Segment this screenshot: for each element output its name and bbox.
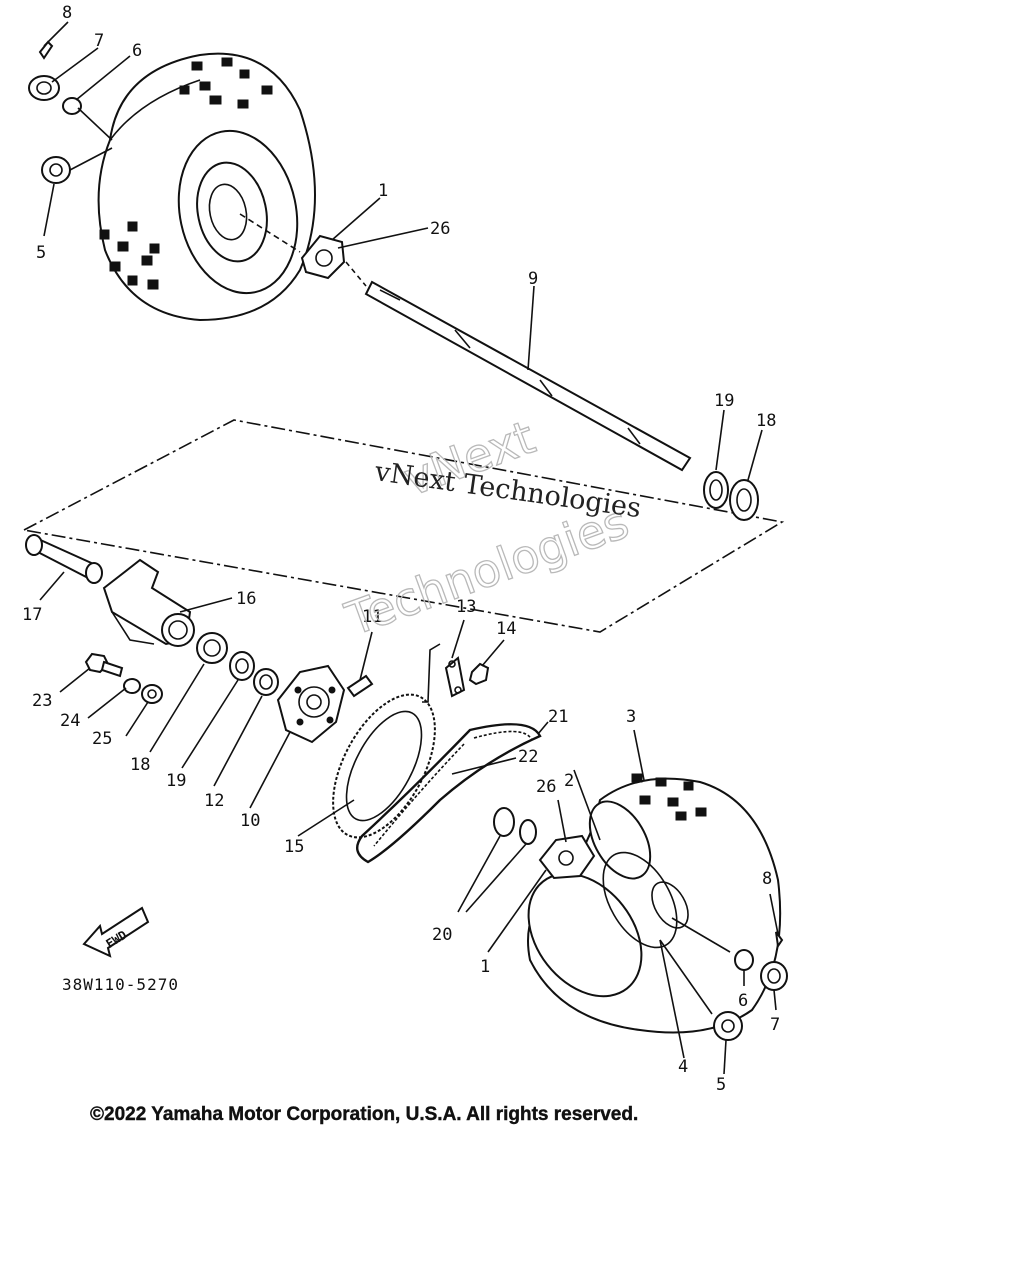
part-label: 21: [548, 707, 568, 727]
nut-5-bottom: [713, 1011, 743, 1041]
part-label: 7: [770, 1015, 780, 1035]
chain-joint-13: [444, 656, 466, 698]
rear-axle: [345, 261, 692, 472]
part-label: 6: [738, 991, 748, 1011]
pin-8-bottom: [775, 931, 784, 949]
nut-7-bottom: [760, 961, 788, 991]
top-wheel-tire: [97, 52, 316, 322]
tire-tread: [99, 57, 273, 290]
bottom-wheel-tire: [527, 773, 782, 1034]
sprocket-hub-10: [276, 664, 346, 744]
bearing-18-right: [729, 479, 759, 521]
part-label: 4: [678, 1057, 688, 1077]
part-label: 5: [36, 243, 46, 263]
part-label: 26: [430, 219, 450, 239]
part-label: 10: [240, 811, 260, 831]
diagram-code: 38W110-5270: [62, 975, 179, 994]
seal-12: [253, 668, 279, 696]
part-label: 8: [62, 3, 72, 23]
top-washer-nut-group: [28, 40, 113, 184]
part-label: 14: [496, 619, 516, 639]
part-label: 7: [94, 31, 104, 51]
part-label: 16: [236, 589, 256, 609]
part-label: 1: [378, 181, 388, 201]
fwd-arrow-icon: FWD: [82, 906, 150, 958]
part-label: 23: [32, 691, 52, 711]
watermark: vNext Technologies vNext Technologies: [338, 409, 643, 647]
part-label: 19: [714, 391, 734, 411]
bearing-18-left: [196, 632, 228, 664]
collar-20b: [519, 819, 537, 845]
hub-26-bottom: [538, 834, 596, 880]
part-label: 17: [22, 605, 42, 625]
leader-lines: [39, 21, 779, 1075]
part-label: 18: [756, 411, 776, 431]
part-label: 24: [60, 711, 80, 731]
sprocket-15: [332, 693, 436, 839]
bearing-19-left: [229, 651, 255, 681]
collar-17: [25, 534, 103, 584]
part-label: 5: [716, 1075, 726, 1095]
part-label: 3: [626, 707, 636, 727]
bolts-washers-23-25: [84, 652, 163, 704]
part-label: 6: [132, 41, 142, 61]
part-label: 26: [536, 777, 556, 797]
assembly-boundary: [21, 419, 785, 633]
bearing-19-right: [703, 471, 729, 509]
part-label: 2: [564, 771, 574, 791]
part-labels: 8 7 6 5 1 26 9 19 18 17 16 11 13 14 21 3…: [22, 3, 780, 1095]
part-label: 25: [92, 729, 112, 749]
washer-6-bottom: [734, 949, 754, 971]
drive-chain-21: [356, 723, 542, 864]
part-label: 11: [362, 607, 382, 627]
collar-20a: [493, 807, 515, 837]
bottom-tire-tread: [631, 773, 707, 821]
part-label: 18: [130, 755, 150, 775]
top-hub: [300, 234, 346, 280]
part-label: 8: [762, 869, 772, 889]
part-label: 9: [528, 269, 538, 289]
part-label: 13: [456, 597, 476, 617]
clip-14: [468, 662, 490, 686]
part-label: 20: [432, 925, 452, 945]
axle-housing-16: [102, 558, 195, 647]
copyright-notice: ©2022 Yamaha Motor Corporation, U.S.A. A…: [90, 1104, 638, 1125]
part-label: 1: [480, 957, 490, 977]
part-label: 22: [518, 747, 538, 767]
part-label: 15: [284, 837, 304, 857]
part-label: 19: [166, 771, 186, 791]
part-label: 12: [204, 791, 224, 811]
